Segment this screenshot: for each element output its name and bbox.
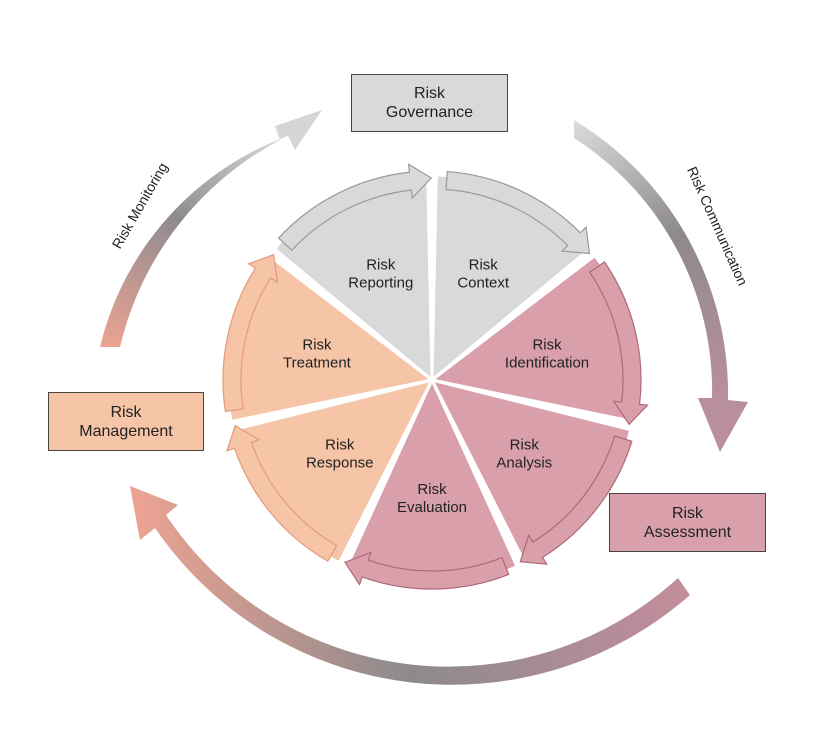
label-treatment-line1: Risk: [302, 337, 332, 354]
arrow-context: [445, 170, 591, 255]
arrow-analysis: [519, 435, 633, 565]
arrow-identification: [588, 261, 649, 426]
inner-arrows: [222, 163, 649, 590]
risk-governance-box: Risk Governance: [351, 74, 508, 132]
risk-assessment-line2: Assessment: [643, 523, 732, 541]
risk-assessment-box: Risk Assessment: [609, 493, 766, 552]
label-identification-line1: Risk: [532, 337, 562, 354]
label-reporting-line2: Reporting: [348, 275, 413, 292]
risk-management-box: Risk Management: [48, 392, 204, 451]
risk-management-line1: Risk: [110, 403, 142, 421]
risk-assessment-line1: Risk: [671, 504, 704, 522]
risk-bottom-arrow: [130, 486, 690, 685]
label-evaluation-line2: Evaluation: [397, 499, 467, 516]
arrow-reporting: [277, 163, 433, 252]
label-analysis-line2: Analysis: [496, 455, 552, 472]
arrow-treatment: [222, 253, 279, 413]
risk-governance-line1: Risk: [413, 85, 446, 102]
label-treatment-line2: Treatment: [283, 355, 352, 372]
label-response-line2: Response: [306, 455, 374, 472]
arrow-evaluation: [344, 551, 510, 590]
label-identification-line2: Identification: [505, 355, 589, 372]
label-context-line2: Context: [457, 275, 510, 292]
risk-governance-line2: Governance: [385, 104, 474, 121]
risk-monitoring-arrow: [100, 110, 322, 347]
label-analysis-line1: Risk: [510, 437, 540, 454]
risk-management-line2: Management: [79, 422, 173, 440]
label-evaluation-line1: Risk: [417, 481, 447, 498]
wheel-labels: RiskContextRiskIdentificationRiskAnalysi…: [283, 257, 589, 516]
label-response-line1: Risk: [325, 437, 355, 454]
risk-communication-arrow: [574, 120, 748, 452]
outer-arrows: [100, 110, 748, 685]
label-reporting-line1: Risk: [366, 257, 396, 274]
label-context-line1: Risk: [469, 257, 499, 274]
arrow-response: [225, 424, 338, 562]
